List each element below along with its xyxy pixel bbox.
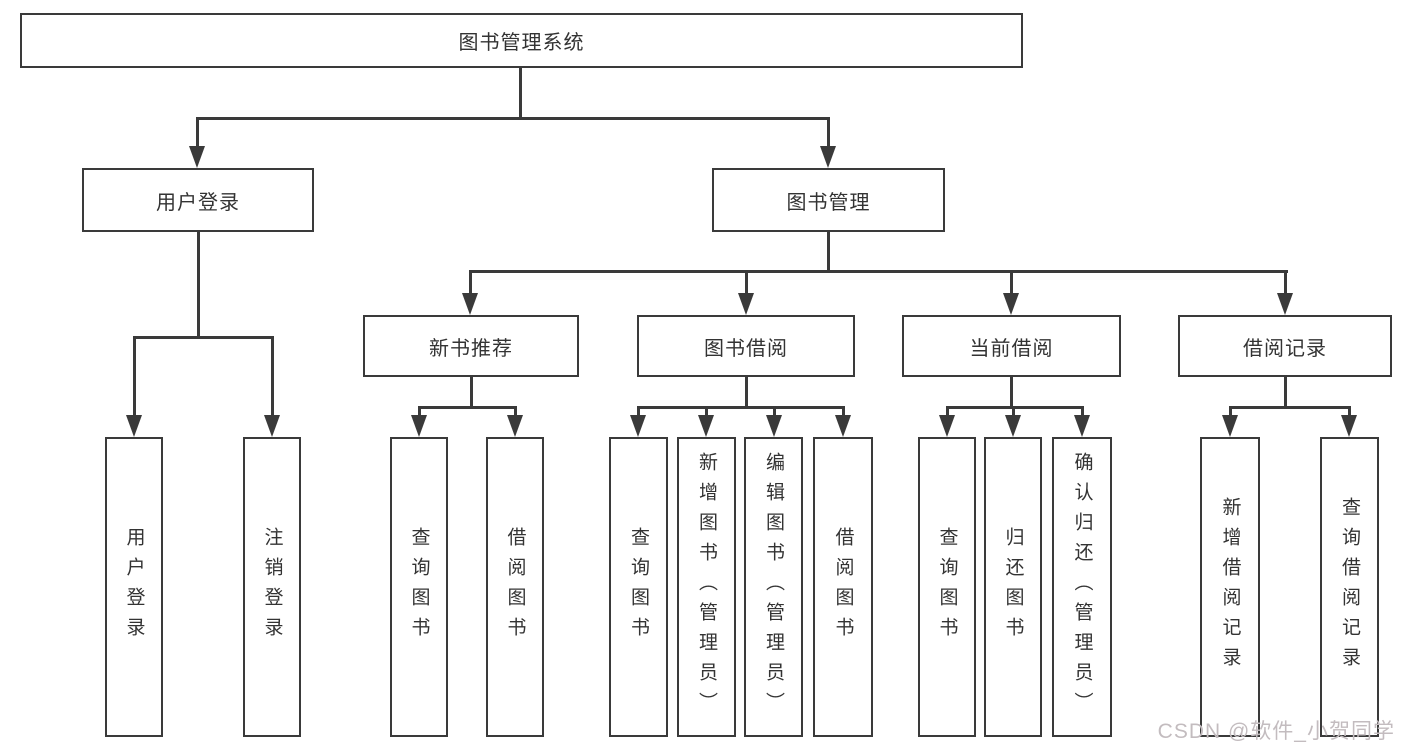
connector-line (132, 336, 136, 420)
leaf-borrowing-add-book-admin: 新增图书（管理员） (677, 437, 736, 737)
connector-line (636, 406, 640, 417)
connector-line (1080, 406, 1084, 417)
leaf-recommend-query-book: 查询图书 (390, 437, 448, 737)
connector-line (826, 117, 830, 150)
arrow-down-icon (939, 415, 955, 437)
leaf-recommend-query-book-label: 查询图书 (408, 527, 430, 647)
leaf-current-query-book: 查询图书 (918, 437, 976, 737)
node-current-borrowing: 当前借阅 (902, 315, 1121, 377)
arrow-down-icon (1341, 415, 1357, 437)
connector-line (1283, 270, 1287, 296)
arrow-down-icon (1074, 415, 1090, 437)
arrow-down-icon (835, 415, 851, 437)
arrow-down-icon (698, 415, 714, 437)
connector-line (636, 406, 844, 409)
connector-line (772, 406, 776, 417)
connector-line (1228, 406, 1351, 409)
arrow-down-icon (1005, 415, 1021, 437)
connector-line (195, 117, 830, 120)
leaf-current-query-book-label: 查询图书 (936, 527, 958, 647)
connector-line (417, 406, 517, 409)
arrow-down-icon (462, 293, 478, 315)
arrow-down-icon (126, 415, 142, 437)
node-root: 图书管理系统 (20, 13, 1023, 68)
arrow-down-icon (1222, 415, 1238, 437)
connector-line (704, 406, 708, 417)
node-book-borrowing-label: 图书借阅 (704, 337, 788, 360)
connector-line (132, 336, 274, 339)
arrow-down-icon (1277, 293, 1293, 315)
connector-line (513, 406, 517, 417)
leaf-borrowing-borrow-book: 借阅图书 (813, 437, 873, 737)
node-borrow-records-label: 借阅记录 (1243, 337, 1327, 360)
leaf-borrowing-borrow-book-label: 借阅图书 (832, 527, 854, 647)
node-user-login: 用户登录 (82, 168, 314, 232)
connector-line (270, 336, 274, 420)
leaf-record-query-label: 查询借阅记录 (1339, 497, 1360, 677)
connector-line (1009, 270, 1013, 296)
leaf-record-query: 查询借阅记录 (1320, 437, 1379, 737)
connector-line (1347, 406, 1351, 417)
connector-line (518, 68, 522, 118)
leaf-borrowing-query-book: 查询图书 (609, 437, 668, 737)
leaf-logout-label: 注销登录 (261, 527, 283, 647)
connector-line (469, 377, 473, 409)
connector-line (468, 270, 472, 296)
connector-line (841, 406, 845, 417)
leaf-borrowing-add-book-admin-label: 新增图书（管理员） (696, 452, 717, 722)
connector-line (195, 117, 199, 150)
leaf-borrowing-query-book-label: 查询图书 (628, 527, 649, 647)
arrow-down-icon (1003, 293, 1019, 315)
leaf-user-login-label: 用户登录 (123, 527, 145, 647)
node-root-label: 图书管理系统 (458, 32, 585, 54)
connector-line (744, 270, 748, 296)
connector-line (468, 270, 1288, 273)
connector-line (417, 406, 421, 417)
node-book-borrowing: 图书借阅 (637, 315, 855, 377)
node-book-management: 图书管理 (712, 168, 945, 232)
leaf-recommend-borrow-book-label: 借阅图书 (504, 527, 526, 647)
connector-line (945, 406, 1084, 409)
connector-line (826, 232, 830, 273)
leaf-recommend-borrow-book: 借阅图书 (486, 437, 544, 737)
connector-line (1009, 377, 1013, 409)
arrow-down-icon (264, 415, 280, 437)
arrow-down-icon (630, 415, 646, 437)
leaf-current-confirm-return-admin: 确认归还（管理员） (1052, 437, 1112, 737)
leaf-user-login: 用户登录 (105, 437, 163, 737)
connector-line (1228, 406, 1232, 417)
node-current-borrowing-label: 当前借阅 (969, 337, 1054, 360)
node-new-book-recommend: 新书推荐 (363, 315, 579, 377)
connector-line (945, 406, 949, 417)
leaf-record-add-label: 新增借阅记录 (1219, 497, 1241, 677)
arrow-down-icon (507, 415, 523, 437)
node-book-management-label: 图书管理 (786, 191, 871, 214)
connector-line (1283, 377, 1287, 409)
csdn-watermark: CSDN @软件_小贺同学 (1157, 720, 1395, 743)
connector-line (1011, 406, 1015, 417)
arrow-down-icon (820, 146, 836, 168)
connector-line (196, 232, 200, 339)
leaf-borrowing-edit-book-admin-label: 编辑图书（管理员） (763, 452, 784, 722)
connector-line (744, 377, 748, 409)
arrow-down-icon (411, 415, 427, 437)
node-new-book-recommend-label: 新书推荐 (429, 337, 513, 360)
arrow-down-icon (738, 293, 754, 315)
leaf-current-confirm-return-admin-label: 确认归还（管理员） (1071, 452, 1093, 722)
arrow-down-icon (189, 146, 205, 168)
leaf-borrowing-edit-book-admin: 编辑图书（管理员） (744, 437, 803, 737)
node-user-login-label: 用户登录 (156, 191, 240, 214)
leaf-logout: 注销登录 (243, 437, 301, 737)
leaf-record-add: 新增借阅记录 (1200, 437, 1260, 737)
leaf-current-return-book: 归还图书 (984, 437, 1042, 737)
arrow-down-icon (766, 415, 782, 437)
node-borrow-records: 借阅记录 (1178, 315, 1392, 377)
leaf-current-return-book-label: 归还图书 (1002, 527, 1024, 647)
